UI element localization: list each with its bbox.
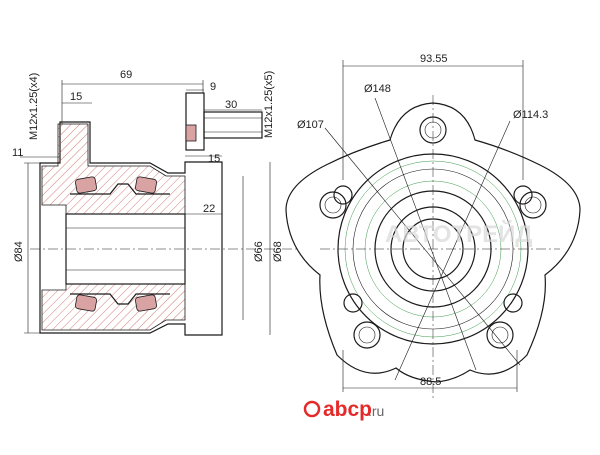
watermark-text: АВТОТРЕЙД xyxy=(385,220,533,248)
dim-stud-length: 30 xyxy=(225,99,237,111)
stud-knurl xyxy=(185,124,197,142)
dim-inner-dia-1: Ø66 xyxy=(253,241,265,262)
bearing-lower xyxy=(70,293,170,312)
dim-stud-head: 9 xyxy=(210,81,216,93)
front-view: 93.55 Ø148 Ø114.3 Ø107 88.5 xyxy=(285,53,581,400)
dim-outer-dia: Ø84 xyxy=(13,241,25,262)
hub-section-upper xyxy=(41,123,186,215)
wheel-stud xyxy=(185,92,263,151)
dim-lower-width: 88.5 xyxy=(420,376,441,388)
bolt-holes xyxy=(319,116,547,349)
logo-text: abcp xyxy=(323,398,372,421)
front-dimensions: 93.55 Ø148 Ø114.3 Ø107 88.5 xyxy=(297,53,548,392)
hub-bore xyxy=(65,213,186,285)
dim-bore-depth: 22 xyxy=(203,203,215,215)
dim-front-width: 93.55 xyxy=(420,53,448,65)
dim-offset: 11 xyxy=(12,147,23,159)
dim-flange-width: 15 xyxy=(70,91,82,103)
dim-overall-length: 69 xyxy=(120,69,132,81)
stud-shaft xyxy=(203,111,263,139)
bearing-upper xyxy=(70,176,170,195)
dim-pilot-dia: Ø107 xyxy=(297,119,324,131)
dim-pcd-outer: Ø148 xyxy=(364,83,391,95)
side-view: 69 15 9 30 11 15 22 Ø84 Ø6 xyxy=(12,69,300,336)
hub-section-lower xyxy=(41,283,186,331)
logo-suffix: .ru xyxy=(368,403,384,419)
abcp-logo: abcp .ru xyxy=(303,398,384,421)
dim-stud-thread-left: M12x1.25(x4) xyxy=(28,73,40,140)
hub-outline xyxy=(39,121,223,336)
dim-inner-dia-2: Ø68 xyxy=(272,241,284,262)
side-dimensions: 69 15 9 30 11 15 22 Ø84 Ø6 xyxy=(12,69,284,335)
dim-flange-step: 15 xyxy=(208,153,220,165)
stud-head xyxy=(185,92,205,151)
flange-outline xyxy=(285,102,581,383)
dim-pcd-bolt: Ø114.3 xyxy=(513,109,548,121)
dim-stud-thread-right: M12x1.25(x5) xyxy=(263,71,275,138)
